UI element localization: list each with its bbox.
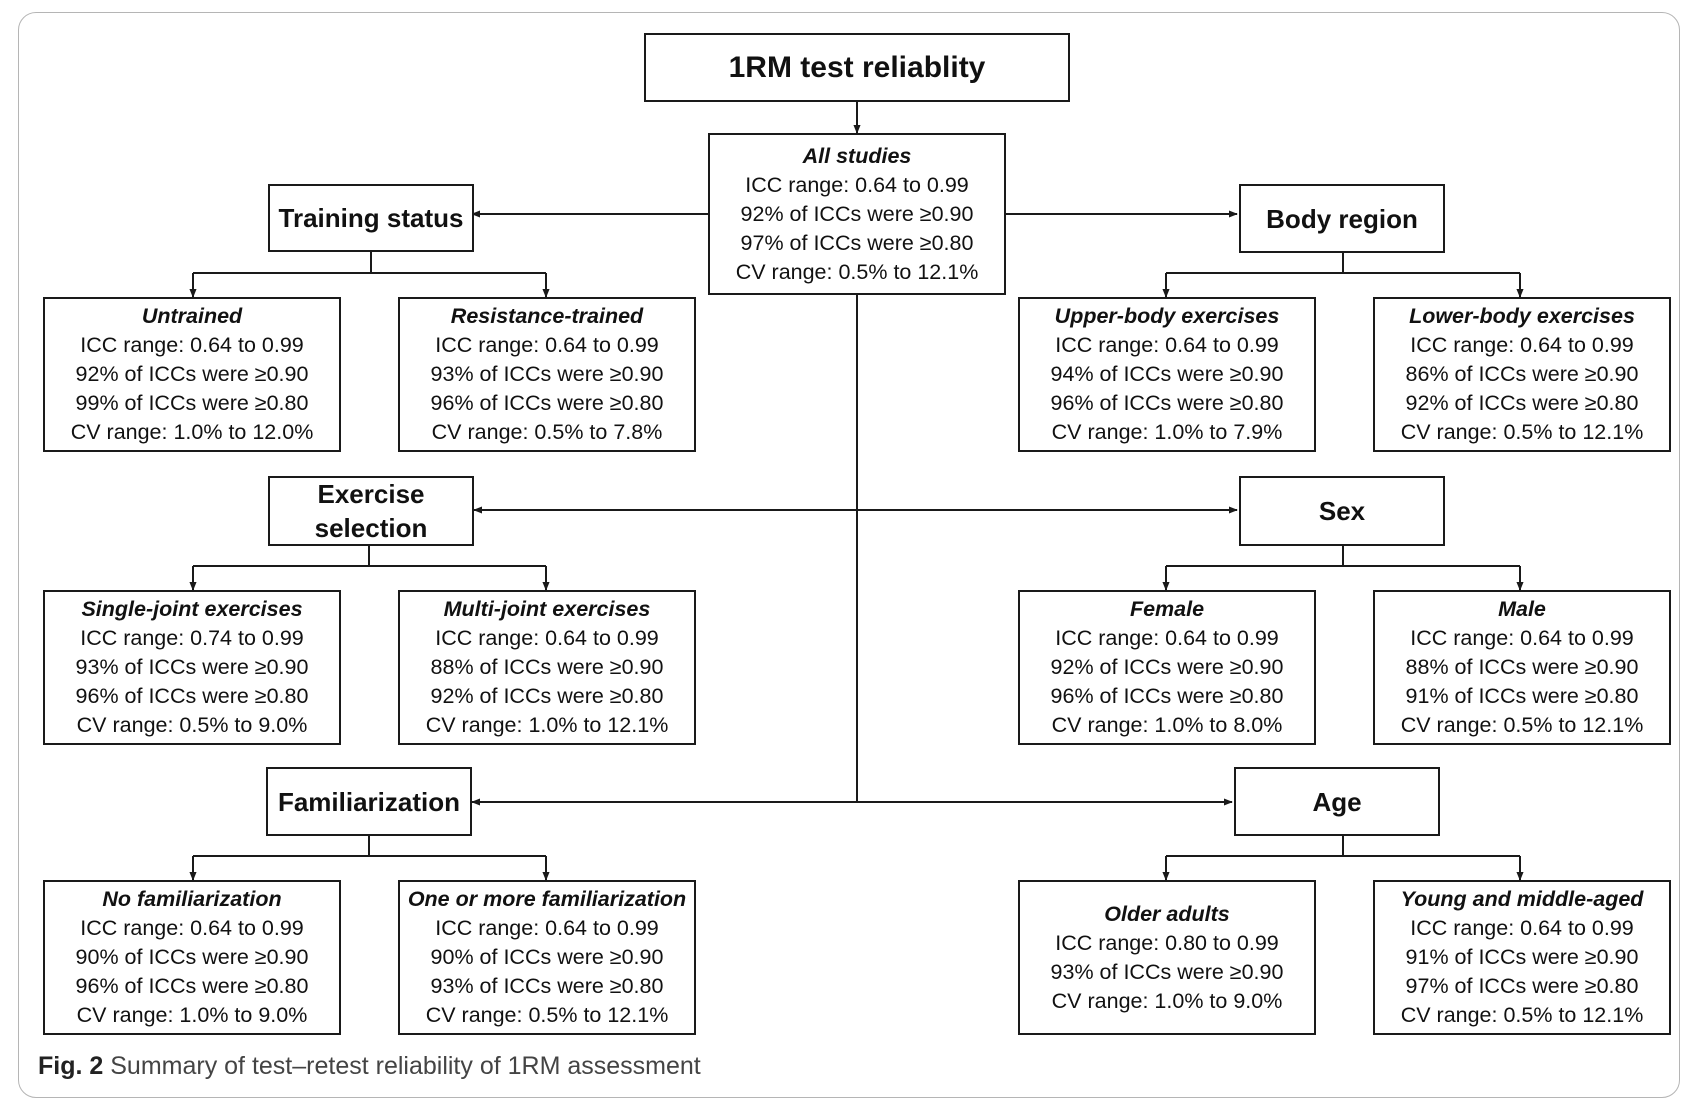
figure-caption-text: Summary of test–retest reliability of 1R… — [110, 1052, 701, 1080]
young-middle-aged-icc-range: ICC range: 0.64 to 0.99 — [1410, 916, 1634, 940]
exercise-selection-box: Exercise selection — [268, 476, 474, 546]
single-joint-title: Single-joint exercises — [81, 597, 303, 621]
female-pct-090: 92% of ICCs were ≥0.90 — [1050, 655, 1284, 679]
male-box: Male ICC range: 0.64 to 0.99 88% of ICCs… — [1373, 590, 1671, 745]
one-or-more-familiarization-cv-range: CV range: 0.5% to 12.1% — [425, 1003, 669, 1027]
single-joint-pct-090: 93% of ICCs were ≥0.90 — [75, 655, 309, 679]
lower-body-cv-range: CV range: 0.5% to 12.1% — [1400, 420, 1644, 444]
older-adults-icc-range: ICC range: 0.80 to 0.99 — [1055, 930, 1279, 955]
upper-body-pct-080: 96% of ICCs were ≥0.80 — [1050, 391, 1284, 415]
lower-body-title: Lower-body exercises — [1409, 304, 1635, 328]
upper-body-title: Upper-body exercises — [1054, 304, 1280, 328]
sex-label: Sex — [1318, 496, 1366, 526]
familiarization-box: Familiarization — [266, 767, 472, 836]
exercise-selection-label-line1: Exercise — [317, 479, 425, 509]
all-studies-cv-range: CV range: 0.5% to 12.1% — [735, 259, 979, 284]
lower-body-pct-080: 92% of ICCs were ≥0.80 — [1405, 391, 1639, 415]
exercise-selection-label-line2: selection — [314, 513, 428, 543]
no-familiarization-pct-080: 96% of ICCs were ≥0.80 — [75, 974, 309, 998]
older-adults-title: Older adults — [1104, 901, 1230, 926]
all-studies-icc-range: ICC range: 0.64 to 0.99 — [745, 172, 969, 197]
older-adults-cv-range: CV range: 1.0% to 9.0% — [1051, 988, 1283, 1013]
figure-frame — [18, 12, 1680, 1098]
diagram-title: 1RM test reliablity — [644, 33, 1070, 102]
female-title: Female — [1129, 597, 1205, 621]
resistance-trained-cv-range: CV range: 0.5% to 7.8% — [431, 420, 663, 444]
untrained-box: Untrained ICC range: 0.64 to 0.99 92% of… — [43, 297, 341, 452]
single-joint-cv-range: CV range: 0.5% to 9.0% — [76, 713, 308, 737]
training-status-label: Training status — [278, 203, 464, 233]
one-or-more-familiarization-title: One or more familiarization — [407, 887, 687, 911]
multi-joint-cv-range: CV range: 1.0% to 12.1% — [425, 713, 669, 737]
upper-body-icc-range: ICC range: 0.64 to 0.99 — [1055, 333, 1279, 357]
resistance-trained-box: Resistance-trained ICC range: 0.64 to 0.… — [398, 297, 696, 452]
male-pct-080: 91% of ICCs were ≥0.80 — [1405, 684, 1639, 708]
one-or-more-familiarization-pct-090: 90% of ICCs were ≥0.90 — [430, 945, 664, 969]
single-joint-box: Single-joint exercises ICC range: 0.74 t… — [43, 590, 341, 745]
age-label: Age — [1312, 786, 1362, 817]
upper-body-box: Upper-body exercises ICC range: 0.64 to … — [1018, 297, 1316, 452]
male-icc-range: ICC range: 0.64 to 0.99 — [1410, 626, 1634, 650]
young-middle-aged-cv-range: CV range: 0.5% to 12.1% — [1400, 1003, 1644, 1027]
no-familiarization-title: No familiarization — [102, 887, 282, 911]
all-studies-title: All studies — [802, 143, 912, 168]
no-familiarization-box: No familiarization ICC range: 0.64 to 0.… — [43, 880, 341, 1035]
older-adults-pct-090: 93% of ICCs were ≥0.90 — [1050, 959, 1284, 984]
multi-joint-box: Multi-joint exercises ICC range: 0.64 to… — [398, 590, 696, 745]
lower-body-box: Lower-body exercises ICC range: 0.64 to … — [1373, 297, 1671, 452]
male-pct-090: 88% of ICCs were ≥0.90 — [1405, 655, 1639, 679]
upper-body-cv-range: CV range: 1.0% to 7.9% — [1051, 420, 1283, 444]
all-studies-pct-080: 97% of ICCs were ≥0.80 — [740, 230, 974, 255]
one-or-more-familiarization-box: One or more familiarization ICC range: 0… — [398, 880, 696, 1035]
no-familiarization-icc-range: ICC range: 0.64 to 0.99 — [80, 916, 304, 940]
sex-box: Sex — [1239, 476, 1445, 546]
young-middle-aged-pct-080: 97% of ICCs were ≥0.80 — [1405, 974, 1639, 998]
young-middle-aged-box: Young and middle-aged ICC range: 0.64 to… — [1373, 880, 1671, 1035]
resistance-trained-title: Resistance-trained — [450, 304, 644, 328]
all-studies-box: All studies ICC range: 0.64 to 0.99 92% … — [708, 133, 1006, 295]
untrained-pct-090: 92% of ICCs were ≥0.90 — [75, 362, 309, 386]
untrained-cv-range: CV range: 1.0% to 12.0% — [70, 420, 314, 444]
older-adults-box: Older adults ICC range: 0.80 to 0.99 93%… — [1018, 880, 1316, 1035]
female-cv-range: CV range: 1.0% to 8.0% — [1051, 713, 1283, 737]
untrained-title: Untrained — [141, 304, 243, 328]
one-or-more-familiarization-pct-080: 93% of ICCs were ≥0.80 — [430, 974, 664, 998]
female-pct-080: 96% of ICCs were ≥0.80 — [1050, 684, 1284, 708]
young-middle-aged-pct-090: 91% of ICCs were ≥0.90 — [1405, 945, 1639, 969]
multi-joint-pct-090: 88% of ICCs were ≥0.90 — [430, 655, 664, 679]
all-studies-pct-090: 92% of ICCs were ≥0.90 — [740, 201, 974, 226]
multi-joint-title: Multi-joint exercises — [443, 597, 651, 621]
resistance-trained-icc-range: ICC range: 0.64 to 0.99 — [435, 333, 659, 357]
body-region-box: Body region — [1239, 184, 1445, 253]
resistance-trained-pct-090: 93% of ICCs were ≥0.90 — [430, 362, 664, 386]
male-title: Male — [1498, 597, 1546, 621]
female-icc-range: ICC range: 0.64 to 0.99 — [1055, 626, 1279, 650]
multi-joint-pct-080: 92% of ICCs were ≥0.80 — [430, 684, 664, 708]
training-status-box: Training status — [268, 184, 474, 252]
diagram-title-text: 1RM test reliablity — [728, 50, 986, 84]
familiarization-label: Familiarization — [277, 786, 461, 817]
male-cv-range: CV range: 0.5% to 12.1% — [1400, 713, 1644, 737]
multi-joint-icc-range: ICC range: 0.64 to 0.99 — [435, 626, 659, 650]
no-familiarization-cv-range: CV range: 1.0% to 9.0% — [76, 1003, 308, 1027]
figure-caption-label: Fig. 2 — [38, 1052, 104, 1080]
lower-body-pct-090: 86% of ICCs were ≥0.90 — [1405, 362, 1639, 386]
no-familiarization-pct-090: 90% of ICCs were ≥0.90 — [75, 945, 309, 969]
untrained-pct-080: 99% of ICCs were ≥0.80 — [75, 391, 309, 415]
single-joint-pct-080: 96% of ICCs were ≥0.80 — [75, 684, 309, 708]
figure-caption: Fig. 2 Summary of test–retest reliabilit… — [38, 1052, 701, 1081]
lower-body-icc-range: ICC range: 0.64 to 0.99 — [1410, 333, 1634, 357]
single-joint-icc-range: ICC range: 0.74 to 0.99 — [80, 626, 304, 650]
young-middle-aged-title: Young and middle-aged — [1400, 887, 1644, 911]
resistance-trained-pct-080: 96% of ICCs were ≥0.80 — [430, 391, 664, 415]
female-box: Female ICC range: 0.64 to 0.99 92% of IC… — [1018, 590, 1316, 745]
age-box: Age — [1234, 767, 1440, 836]
body-region-label: Body region — [1266, 203, 1418, 234]
one-or-more-familiarization-icc-range: ICC range: 0.64 to 0.99 — [435, 916, 659, 940]
untrained-icc-range: ICC range: 0.64 to 0.99 — [80, 333, 304, 357]
upper-body-pct-090: 94% of ICCs were ≥0.90 — [1050, 362, 1284, 386]
